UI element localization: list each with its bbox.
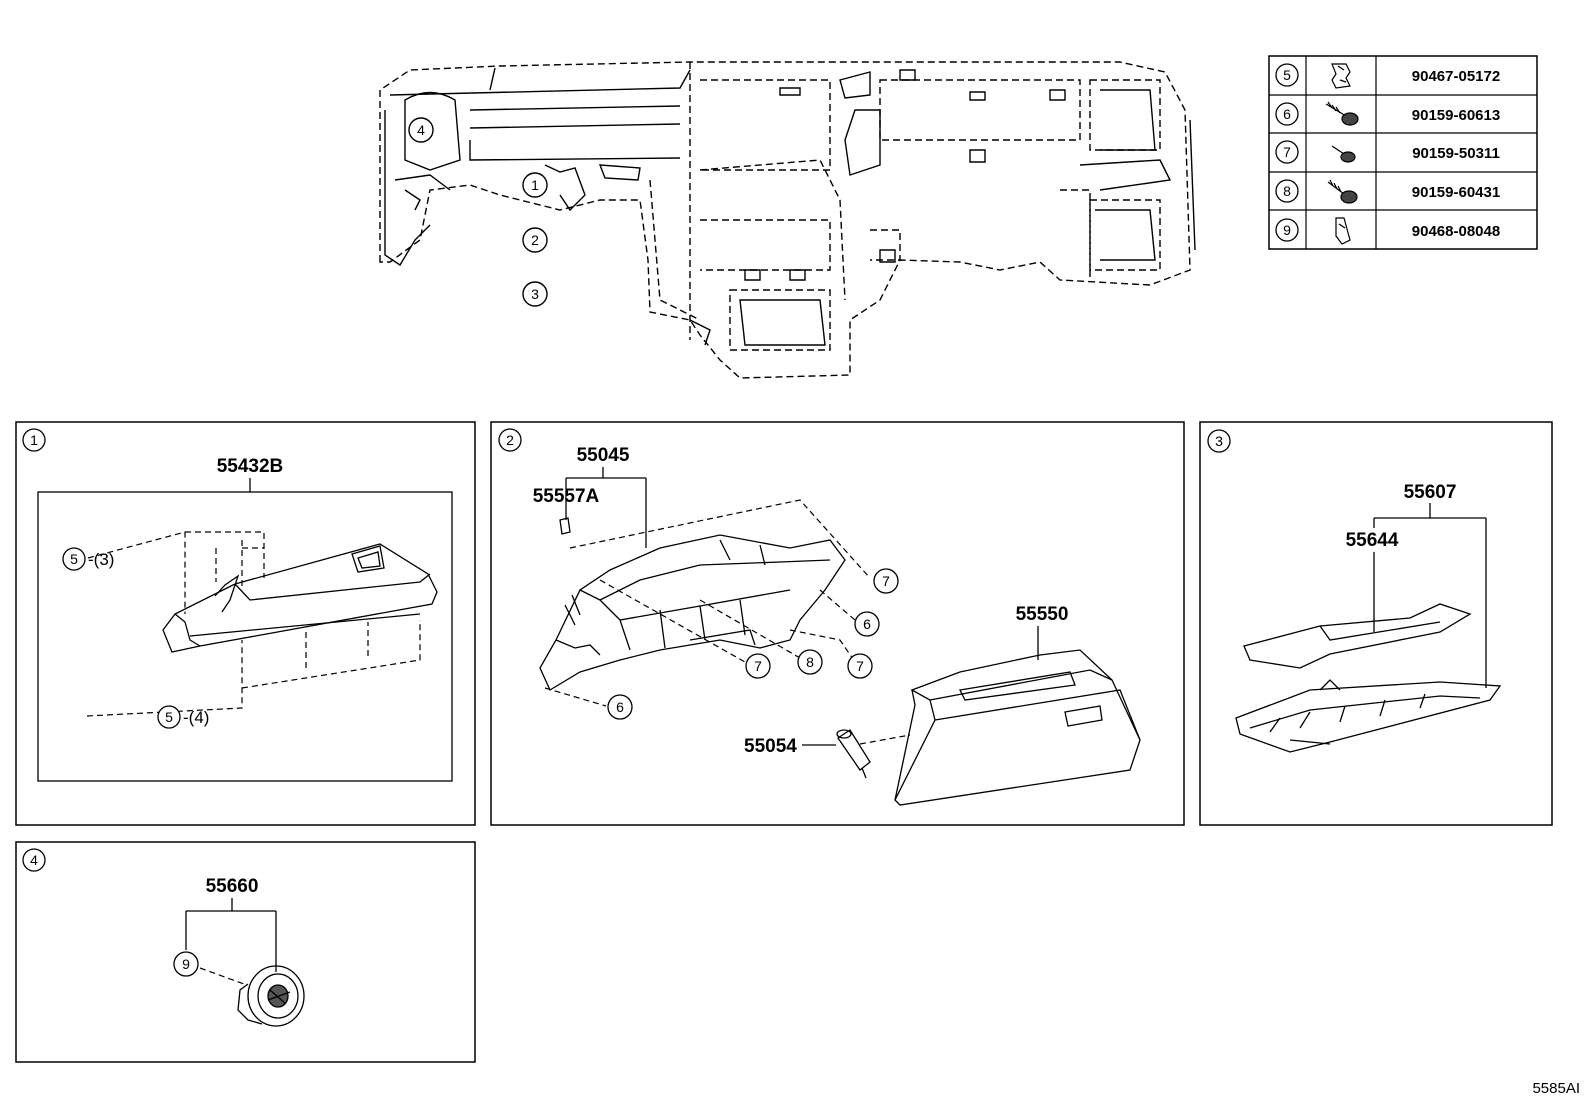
overview-callout-1: 1 [531, 177, 539, 193]
qty-lower: -(4) [183, 708, 209, 727]
table-ref: 5 [1283, 67, 1291, 83]
panel-4: 4 55660 9 [15, 841, 476, 1063]
table-row: 7 90159-50311 [1275, 140, 1500, 164]
overview-callouts: 4 1 2 3 [408, 117, 548, 307]
callout-6-lower: 6 [616, 699, 624, 715]
callout-8: 8 [806, 654, 814, 670]
callout-9: 9 [182, 956, 190, 972]
callout-6-upper: 6 [863, 616, 871, 632]
panel-ref: 4 [30, 852, 38, 868]
part-number-55432b: 55432B [217, 456, 284, 477]
table-part-number: 90467-05172 [1412, 68, 1500, 85]
table-row: 8 90159-60431 [1275, 179, 1500, 204]
table-row: 6 90159-60613 [1275, 101, 1500, 126]
diagram-code: 5585AI [1532, 1080, 1580, 1097]
callout-7-middle: 7 [754, 658, 762, 674]
table-ref: 6 [1283, 106, 1291, 122]
table-row: 9 90468-08048 [1275, 217, 1500, 245]
table-part-number: 90159-50311 [1412, 145, 1500, 162]
overview-callout-4: 4 [417, 122, 425, 138]
part-number-55557a: 55557A [533, 486, 600, 507]
panel-ref: 2 [506, 432, 514, 448]
part-number-55660: 55660 [206, 876, 259, 897]
qty-upper: -(3) [88, 550, 114, 569]
overview-callout-3: 3 [531, 286, 539, 302]
dashboard-overview [379, 61, 1196, 379]
table-part-number: 90159-60431 [1412, 184, 1500, 201]
undercover-drawing [1235, 679, 1502, 753]
glovebox-bracket-drawing [539, 517, 846, 691]
screw-icon [1331, 145, 1356, 163]
panel-ref: 3 [1215, 433, 1223, 449]
panel-2: 2 55045 55557A 7 6 7 [490, 421, 1185, 826]
vent-register-drawing [237, 965, 305, 1027]
glovebox-door-drawing [894, 649, 1141, 806]
part-number-55607: 55607 [1404, 482, 1457, 503]
table-ref: 8 [1283, 183, 1291, 199]
part-number-55644: 55644 [1346, 530, 1399, 551]
part-number-55054: 55054 [744, 736, 797, 757]
callout-7-right: 7 [856, 658, 864, 674]
fastener-table: 5 90467-05172 6 90159-60613 7 [1268, 55, 1538, 250]
overview-callout-2: 2 [531, 232, 539, 248]
screw-icon [1325, 101, 1359, 126]
panel2-leaders [544, 499, 911, 745]
damper-drawing [836, 729, 871, 779]
clip-icon [1335, 217, 1351, 245]
clip-icon [1331, 63, 1351, 89]
panel-3: 3 55607 55644 [1199, 421, 1553, 826]
panel-ref: 1 [30, 432, 38, 448]
callout-5-upper: 5 [70, 551, 78, 567]
table-ref: 7 [1283, 144, 1291, 160]
table-row: 5 90467-05172 [1275, 63, 1500, 89]
part-number-55550: 55550 [1016, 604, 1069, 625]
table-ref: 9 [1283, 222, 1291, 238]
part-number-55045: 55045 [577, 445, 630, 466]
callout-7-upper: 7 [882, 573, 890, 589]
knee-panel-drawing [162, 543, 438, 653]
leader-lines [86, 531, 421, 717]
cover-drawing [1243, 603, 1472, 669]
callout-5-lower: 5 [165, 709, 173, 725]
screw-icon [1327, 179, 1358, 204]
panel-1: 1 55432B 5 -(3) 5 -(4) [15, 421, 476, 826]
table-part-number: 90159-60613 [1412, 107, 1500, 124]
table-part-number: 90468-08048 [1412, 223, 1500, 240]
